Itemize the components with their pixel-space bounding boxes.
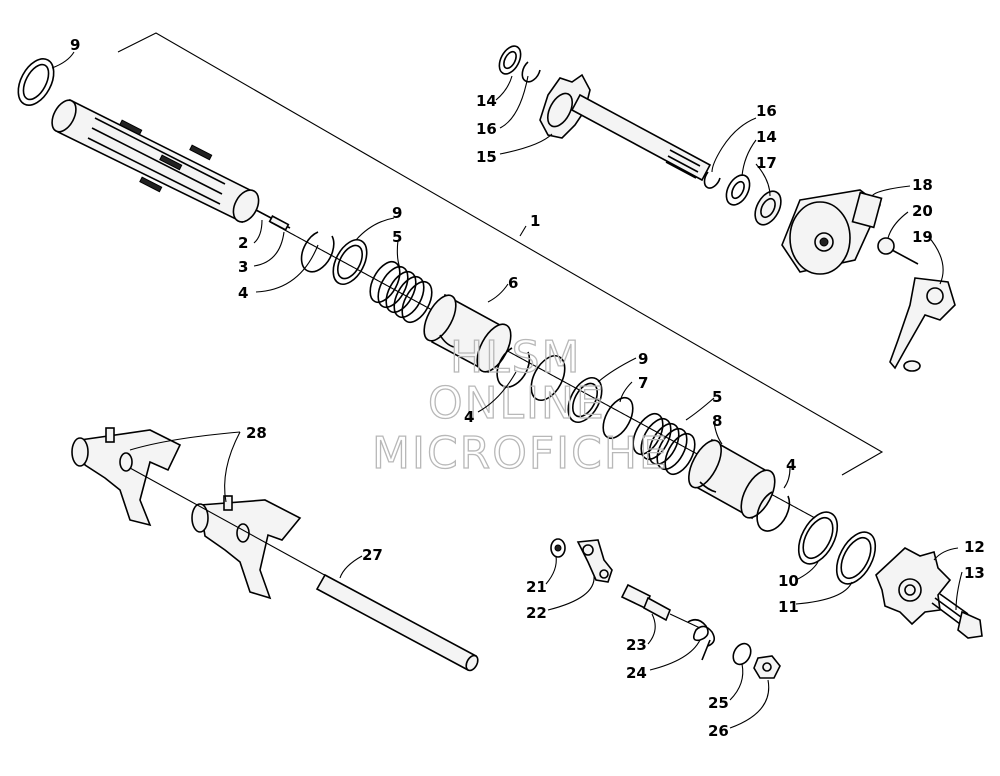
callout-21: 21 <box>526 578 547 596</box>
ring-9-upper <box>332 239 368 285</box>
washer-25 <box>732 642 752 666</box>
screw-20 <box>877 237 919 265</box>
ring-9-middle <box>567 377 603 423</box>
ring-7 <box>602 396 634 440</box>
callout-19: 19 <box>912 228 933 246</box>
callout-10: 10 <box>778 572 799 590</box>
callout-9-upper: 9 <box>392 204 402 222</box>
washer-10 <box>797 511 839 565</box>
shift-cam-6 <box>423 293 512 374</box>
shift-arm-19 <box>889 277 956 372</box>
washer-14-top <box>498 45 522 75</box>
watermark-line-3: MICROFICHE <box>372 428 669 479</box>
callout-11: 11 <box>778 598 799 616</box>
callout-25: 25 <box>708 694 729 712</box>
callouts: 9 1 2 3 4 9 5 6 4 9 7 5 8 4 10 11 12 13 … <box>70 36 985 740</box>
callout-22: 22 <box>526 604 547 622</box>
callout-9-middle: 9 <box>638 350 648 368</box>
ring-9-top <box>17 58 55 106</box>
callout-20: 20 <box>912 202 933 220</box>
callout-14-lower: 14 <box>756 128 777 146</box>
watermark: HLSM ONLINE MICROFICHE <box>371 331 669 479</box>
washer-21 <box>550 538 566 558</box>
sensor-18 <box>781 189 883 275</box>
callout-3: 3 <box>238 258 248 276</box>
callout-5-lower: 5 <box>712 388 722 406</box>
callout-6: 6 <box>508 274 518 292</box>
spring-5-lower <box>632 412 696 476</box>
fork-shaft-27 <box>129 467 479 672</box>
watermark-line-2: ONLINE <box>428 378 606 429</box>
shift-drum <box>51 98 291 231</box>
callout-27: 27 <box>362 546 383 564</box>
shift-shaft-15 <box>539 73 712 182</box>
spring-5-upper <box>369 260 433 324</box>
shift-cam-8 <box>688 438 776 520</box>
callout-18: 18 <box>912 176 933 194</box>
callout-4-upper: 4 <box>238 284 248 302</box>
bearing-17 <box>754 190 782 226</box>
clip-16-top <box>521 61 541 83</box>
shift-fork-28-right <box>191 495 302 600</box>
clip-16-lower <box>703 171 721 189</box>
callout-26: 26 <box>708 722 729 740</box>
pin-23 <box>620 583 701 629</box>
watermark-line-1: HLSM <box>450 332 582 383</box>
callout-24: 24 <box>626 664 647 682</box>
callout-9-top: 9 <box>70 36 80 54</box>
bolt-13 <box>931 593 983 639</box>
spring-24 <box>687 618 716 661</box>
callout-28: 28 <box>246 424 267 442</box>
callout-5-upper: 5 <box>392 228 402 246</box>
star-wheel-12 <box>875 547 952 626</box>
callout-13: 13 <box>964 564 985 582</box>
leader-lines <box>51 51 963 729</box>
callout-23: 23 <box>626 636 647 654</box>
callout-15: 15 <box>476 148 497 166</box>
washer-14-lower <box>725 174 751 206</box>
callout-14-top: 14 <box>476 92 497 110</box>
callout-17: 17 <box>756 154 777 172</box>
callout-4-middle: 4 <box>464 408 474 426</box>
shift-fork-28-left <box>71 427 182 527</box>
callout-8: 8 <box>712 412 722 430</box>
callout-16-lower: 16 <box>756 102 777 120</box>
callout-16-top: 16 <box>476 120 497 138</box>
callout-2: 2 <box>238 234 248 252</box>
callout-1: 1 <box>530 212 540 230</box>
callout-4-lower: 4 <box>786 456 796 474</box>
callout-7: 7 <box>638 374 648 392</box>
circlip-4-middle <box>496 347 566 401</box>
assembly-bracket <box>117 32 884 476</box>
circlip-4-lower <box>756 491 791 532</box>
circlip-4-upper <box>300 231 335 273</box>
nut-26 <box>753 655 781 679</box>
washer-11 <box>835 531 877 585</box>
plate-22 <box>576 539 613 583</box>
callout-12: 12 <box>964 538 985 556</box>
